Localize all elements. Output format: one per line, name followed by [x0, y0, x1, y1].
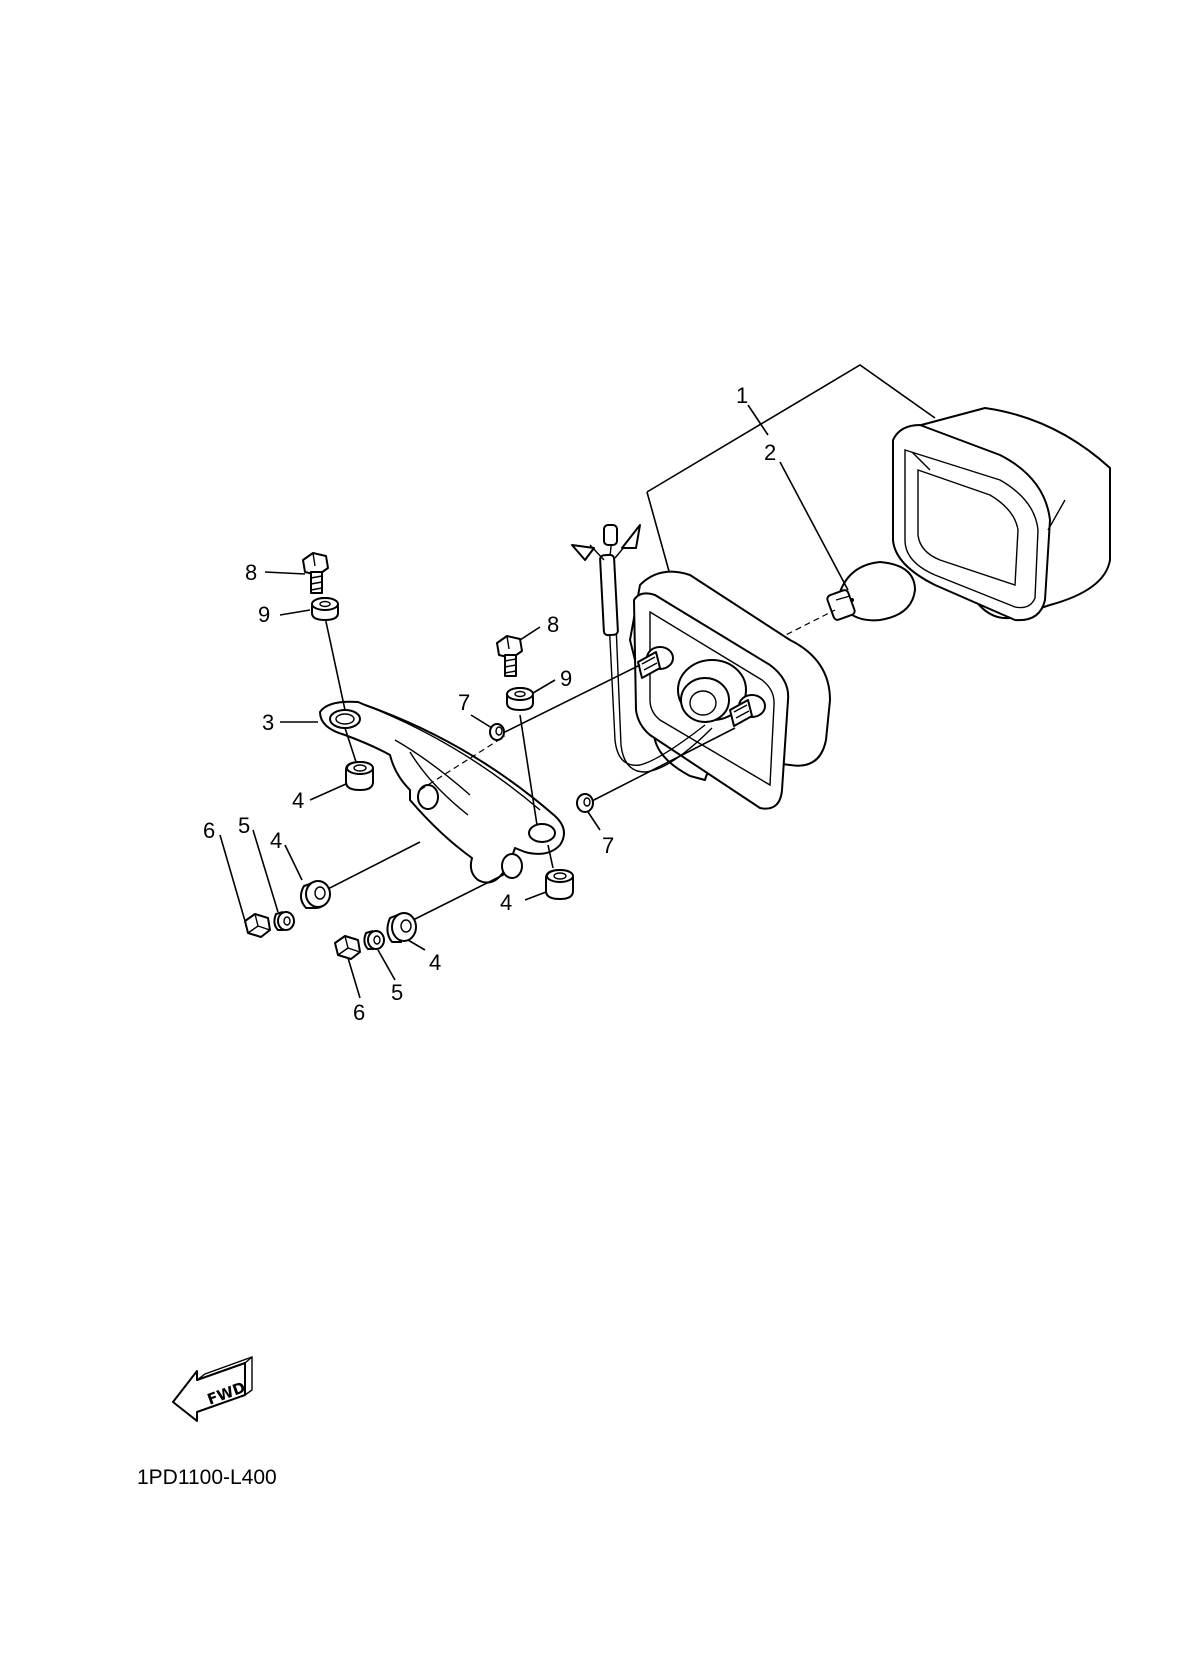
collar-5-right	[363, 930, 385, 950]
nut-6-left	[244, 913, 271, 938]
bolt-8-right	[496, 635, 523, 677]
assembly-bracket-1	[646, 364, 936, 583]
collar-9-right	[506, 687, 534, 711]
callout-2: 2	[764, 440, 776, 465]
tail-light-lens	[892, 407, 1111, 622]
bolt-8-left	[302, 552, 329, 594]
tail-light-housing	[629, 570, 831, 810]
leader-lines	[219, 404, 849, 999]
callout-5-right: 5	[391, 980, 403, 1005]
wire-harness	[571, 524, 713, 773]
assembly-lines	[319, 616, 736, 925]
callout-4-left: 4	[270, 828, 282, 853]
callout-4-top: 4	[292, 788, 304, 813]
diagram-code: 1PD1100-L400	[137, 1466, 277, 1489]
stay-bracket	[319, 700, 565, 884]
callout-1: 1	[736, 383, 748, 408]
washer-7-upper	[489, 723, 505, 741]
grommet-4-top	[345, 761, 374, 791]
fwd-arrow-icon: FWD	[172, 1356, 253, 1422]
bulb	[759, 561, 916, 649]
callout-5-left: 5	[238, 813, 250, 838]
collar-5-left	[273, 911, 295, 931]
callout-4-bottom-right: 4	[500, 890, 512, 915]
callout-7-lower: 7	[602, 833, 614, 858]
collar-9-left	[311, 597, 339, 621]
stud-right	[729, 694, 766, 727]
callout-4-mid: 4	[429, 950, 441, 975]
callout-3: 3	[262, 710, 274, 735]
grommet-4-mid	[386, 912, 417, 943]
callout-7-upper: 7	[458, 690, 470, 715]
grommet-4-left	[300, 880, 331, 909]
nut-6-right	[334, 935, 361, 960]
grommet-4-bottom-right	[545, 869, 574, 900]
callout-labels: 1 2 3 4 4 4 4 5 5 6 6 7 7 8 8 9 9	[203, 383, 776, 1025]
callout-9-left: 9	[258, 602, 270, 627]
callout-9-right: 9	[560, 666, 572, 691]
stud-left	[637, 646, 674, 679]
callout-8-right: 8	[547, 612, 559, 637]
callout-8-left: 8	[245, 560, 257, 585]
callout-6-left: 6	[203, 818, 215, 843]
callout-6-right: 6	[353, 1000, 365, 1025]
washer-7-lower	[576, 793, 594, 813]
